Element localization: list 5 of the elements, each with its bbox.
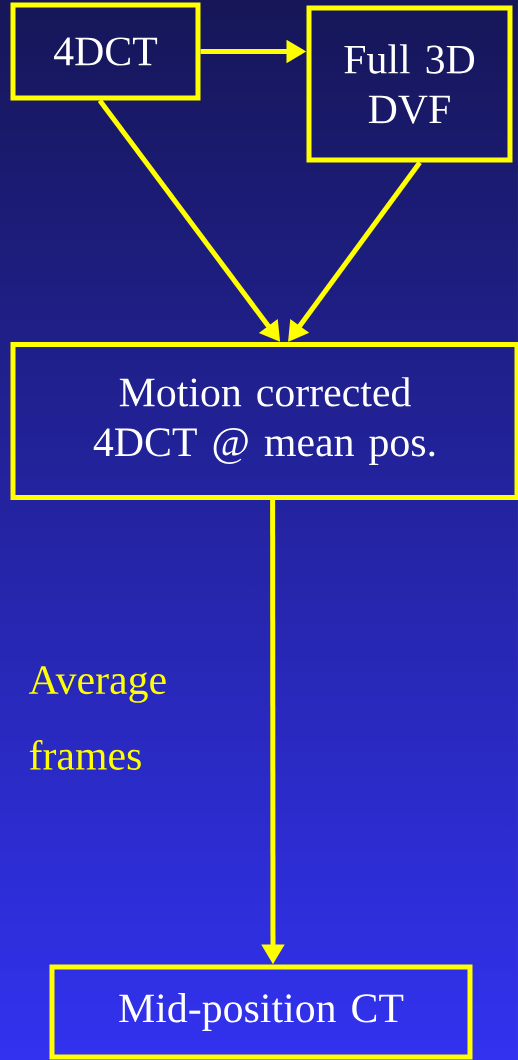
process-box: Full 3D DVF xyxy=(306,5,513,163)
edge-label: Average frames xyxy=(28,666,166,770)
process-box: Mid-position CT xyxy=(49,964,473,1060)
process-box: 4DCT xyxy=(10,2,201,101)
process-box: Motion corrected 4DCT @ mean pos. xyxy=(10,342,518,500)
